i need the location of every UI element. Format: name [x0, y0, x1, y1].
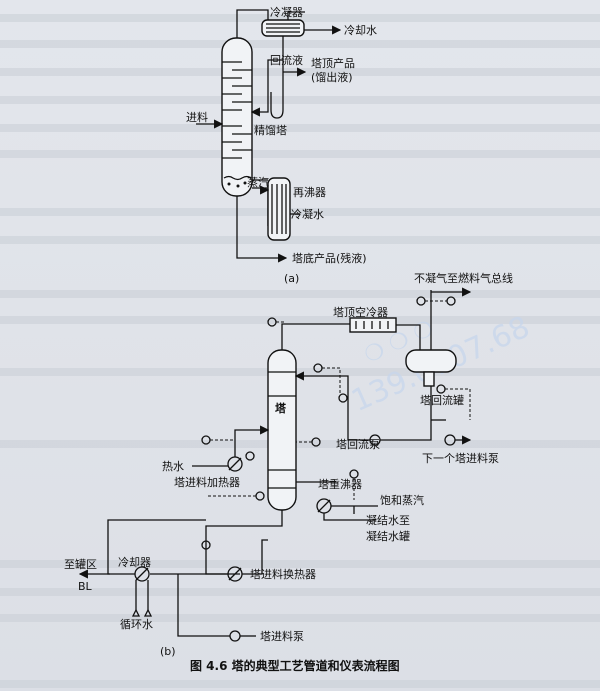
label-saturated-steam: 饱和蒸汽	[380, 493, 424, 507]
temperature-instrument-2	[311, 437, 321, 447]
reflux-pump-suction	[380, 386, 432, 441]
label-to-tank: 至罐区	[64, 558, 97, 571]
label-feed: 进料	[186, 110, 208, 124]
label-condensate-1: 凝结水至	[366, 513, 410, 527]
label-circulating-water: 循环水	[120, 618, 153, 631]
feed-pump-line	[177, 574, 230, 637]
background-text-line	[0, 124, 600, 132]
feed-to-tower-line	[234, 425, 270, 457]
temperature-controller	[201, 435, 211, 445]
label-bottom-product: 塔底产品(残液)	[292, 251, 367, 265]
reboiler-feed	[252, 187, 269, 226]
label-condensate-2: 凝结水罐	[366, 529, 410, 543]
background-text-line	[0, 14, 600, 22]
label-cooling-water: 冷却水	[344, 24, 377, 37]
label-sub-a: (a)	[284, 272, 299, 285]
background-text-line	[0, 316, 600, 324]
background-text-line	[0, 290, 600, 298]
label-reflux: 回流液	[270, 53, 303, 67]
reflux-drum-boot	[423, 371, 435, 387]
label-feed-pump: 塔进料泵	[260, 629, 304, 643]
label-reflux-pump: 塔回流泵	[336, 437, 380, 451]
level-controller-2	[255, 491, 265, 501]
diagram-a: 冷凝器 冷却水 回流液 塔顶产品 (馏出液) 进料 精馏塔 蒸汽 再沸器 冷凝水…	[186, 5, 377, 285]
temperature-instrument	[313, 363, 323, 373]
label-reboiler: 塔重沸器	[318, 477, 362, 491]
reboiler-shell	[267, 177, 291, 241]
background-text-line	[0, 150, 600, 158]
label-condenser: 冷凝器	[270, 5, 303, 19]
background-text-line	[0, 96, 600, 104]
exchanger-outlet	[242, 539, 268, 575]
label-steam: 蒸汽	[247, 175, 269, 189]
background-text-line	[0, 680, 600, 688]
overhead-air-cooler	[349, 317, 397, 333]
circulating-water-lines	[135, 580, 149, 610]
label-top-product: 塔顶产品	[311, 56, 355, 70]
reflux-drum	[405, 349, 457, 373]
label-column: 精馏塔	[254, 123, 287, 137]
column-trays	[222, 61, 252, 159]
background-text-line	[0, 440, 600, 448]
label-top-product-2: (馏出液)	[311, 70, 353, 84]
flow-controller	[349, 469, 359, 479]
label-cooler: 冷却器	[118, 556, 151, 569]
pressure-instrument	[446, 296, 456, 306]
reflux-return-line	[294, 371, 370, 441]
overhead-vapor-line	[281, 323, 350, 350]
label-next-feed-pump: 下一个塔进料泵	[422, 451, 499, 465]
label-condensate: 冷凝水	[291, 207, 324, 221]
background-text-line	[0, 614, 600, 622]
temperature-indicator	[245, 451, 255, 461]
tower	[267, 349, 297, 511]
label-reboiler: 再沸器	[293, 186, 326, 199]
label-bl: BL	[78, 580, 93, 593]
diagram-b: 不凝气至燃料气总线 塔顶空冷器 塔回流罐 塔 热水 塔进料加热器 塔回流泵 下一…	[64, 271, 513, 658]
label-reflux-drum: 塔回流罐	[420, 393, 464, 407]
background-text-line	[0, 560, 600, 568]
label-feed-exchanger: 塔进料换热器	[250, 567, 316, 581]
background-text-line	[0, 236, 600, 244]
figure-caption: 图 4.6 塔的典型工艺管道和仪表流程图	[190, 658, 400, 673]
cooler-return-line	[107, 519, 206, 575]
to-reflux-drum-line	[396, 324, 421, 350]
condensate-out-line	[323, 513, 376, 521]
label-overhead-condenser: 塔顶空冷器	[333, 305, 388, 319]
background-text-line	[0, 588, 600, 596]
feed-pump	[229, 630, 241, 642]
label-sub-b: (b)	[160, 645, 176, 658]
pressure-instrument	[416, 296, 426, 306]
level-controller	[436, 384, 446, 394]
next-feed-pump	[444, 434, 456, 446]
bottoms-line	[205, 510, 283, 575]
level-instrument	[267, 317, 277, 327]
reflux-loop-seal	[270, 92, 284, 119]
background-text-line	[0, 40, 600, 48]
reflux-line	[250, 59, 283, 117]
bottoms-product-line	[236, 196, 288, 263]
tower-sections	[268, 371, 296, 489]
bottom-liquid	[223, 175, 252, 181]
label-noncondensable: 不凝气至燃料气总线	[414, 271, 513, 285]
background-text-line	[0, 208, 600, 216]
vapor-line	[236, 9, 269, 38]
flow-instrument-2	[201, 540, 211, 550]
flow-instrument	[338, 393, 348, 403]
label-tower: 塔	[275, 401, 287, 415]
cooling-water-in	[287, 11, 305, 20]
label-feed-heater: 塔进料加热器	[174, 475, 240, 489]
label-hot-water: 热水	[162, 460, 184, 473]
